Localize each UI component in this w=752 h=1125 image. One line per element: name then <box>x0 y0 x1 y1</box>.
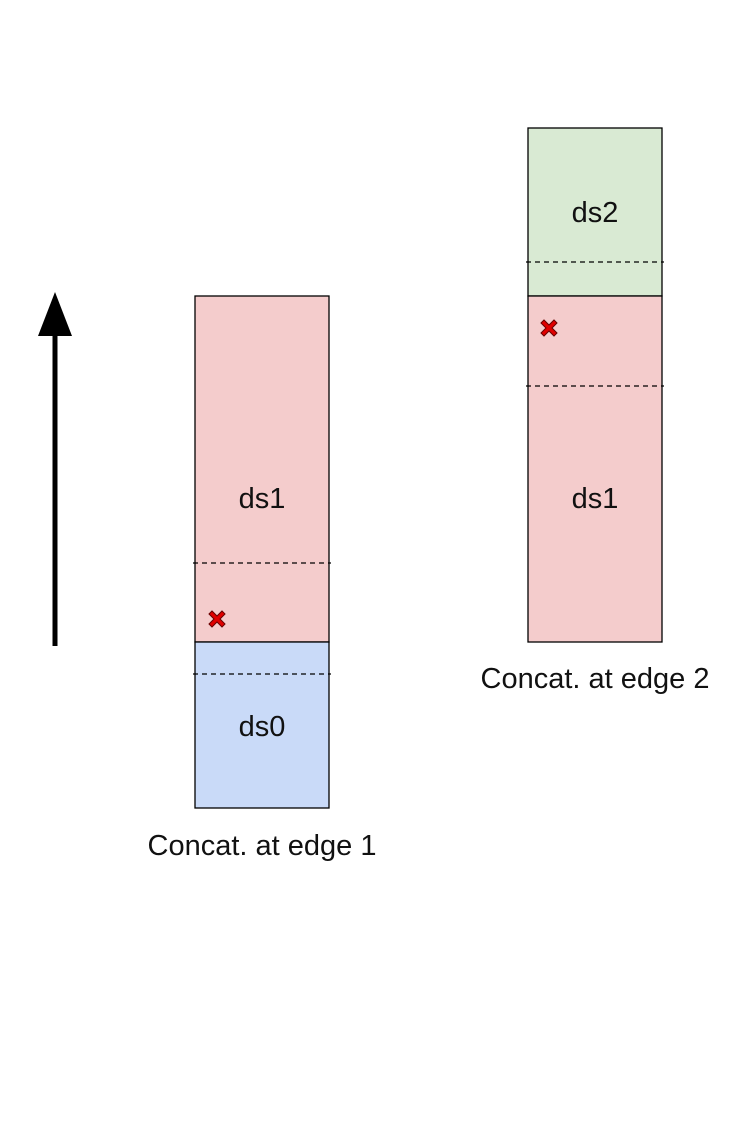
ds1-block <box>194 295 330 643</box>
up-arrow-icon <box>38 292 72 646</box>
caption-edge-2: Concat. at edge 2 <box>481 663 710 695</box>
x-mark-icon <box>540 319 558 337</box>
stack-edge-1: ds1 ds0 Concat. at edge 1 <box>148 295 377 862</box>
ds1-label: ds1 <box>572 483 619 515</box>
ds1-block <box>527 295 663 643</box>
ds2-label: ds2 <box>572 197 619 229</box>
ds0-label: ds0 <box>239 711 286 743</box>
stack-edge-2: ds2 ds1 Concat. at edge 2 <box>481 127 710 695</box>
caption-edge-1: Concat. at edge 1 <box>148 830 377 862</box>
ds0-block <box>194 641 330 809</box>
ds1-label: ds1 <box>239 483 286 515</box>
ds2-block <box>527 127 663 297</box>
x-mark-icon <box>208 610 226 628</box>
